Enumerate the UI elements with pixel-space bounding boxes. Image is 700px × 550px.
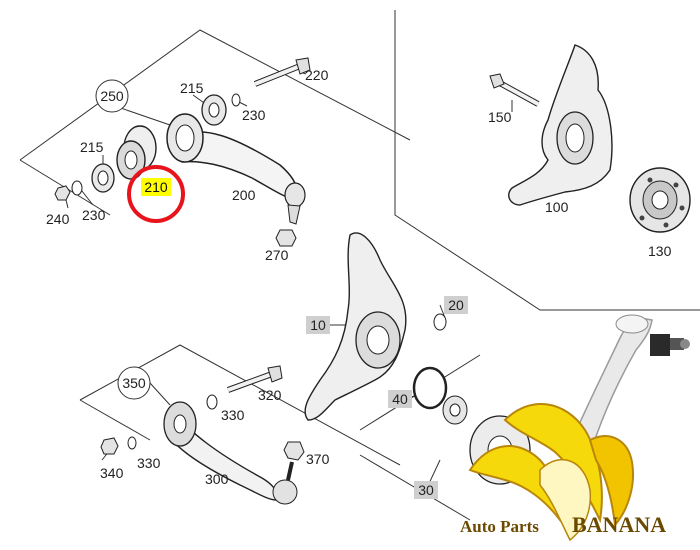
callout-370: 370: [306, 451, 330, 467]
banana-logo: [468, 403, 634, 542]
callout-130: 130: [648, 243, 672, 259]
callout-250: 250: [95, 79, 129, 113]
highlight-ring: [127, 165, 185, 223]
callout-270: 270: [265, 247, 289, 263]
callout-10: 10: [306, 316, 330, 334]
svg-text:210: 210: [144, 179, 168, 195]
callout-350: 350: [117, 366, 151, 400]
callout-215-left: 215: [80, 139, 104, 155]
callout-210-highlight: 210: [127, 165, 185, 223]
callout-100: 100: [545, 199, 569, 215]
svg-text:10: 10: [310, 317, 326, 333]
callout-320: 320: [258, 387, 282, 403]
watermark: Auto Parts BANANA: [460, 314, 690, 542]
callout-215-top: 215: [180, 80, 204, 96]
callout-220: 220: [305, 67, 329, 83]
callout-230-top: 230: [242, 107, 266, 123]
callout-330-right: 330: [221, 407, 245, 423]
svg-text:350: 350: [122, 375, 146, 391]
knuckle-assembly-right: [489, 44, 691, 233]
svg-text:40: 40: [392, 391, 408, 407]
knuckle-assembly-center: [304, 232, 447, 421]
callout-40: 40: [388, 390, 412, 408]
callout-20: 20: [444, 296, 468, 314]
callout-150: 150: [488, 109, 512, 125]
watermark-text-part2: BANANA: [572, 512, 666, 537]
callout-300: 300: [205, 471, 229, 487]
callout-330-left: 330: [137, 455, 161, 471]
callout-240: 240: [46, 211, 70, 227]
lower-arm-assembly: [100, 365, 305, 505]
watermark-text-part1: Auto Parts: [460, 517, 539, 536]
svg-text:30: 30: [418, 482, 434, 498]
upper-arm-assembly: [54, 57, 311, 247]
svg-text:250: 250: [100, 88, 124, 104]
callout-230-left: 230: [82, 207, 106, 223]
callout-30: 30: [414, 481, 438, 499]
svg-text:20: 20: [448, 297, 464, 313]
callout-340: 340: [100, 465, 124, 481]
callout-200: 200: [232, 187, 256, 203]
